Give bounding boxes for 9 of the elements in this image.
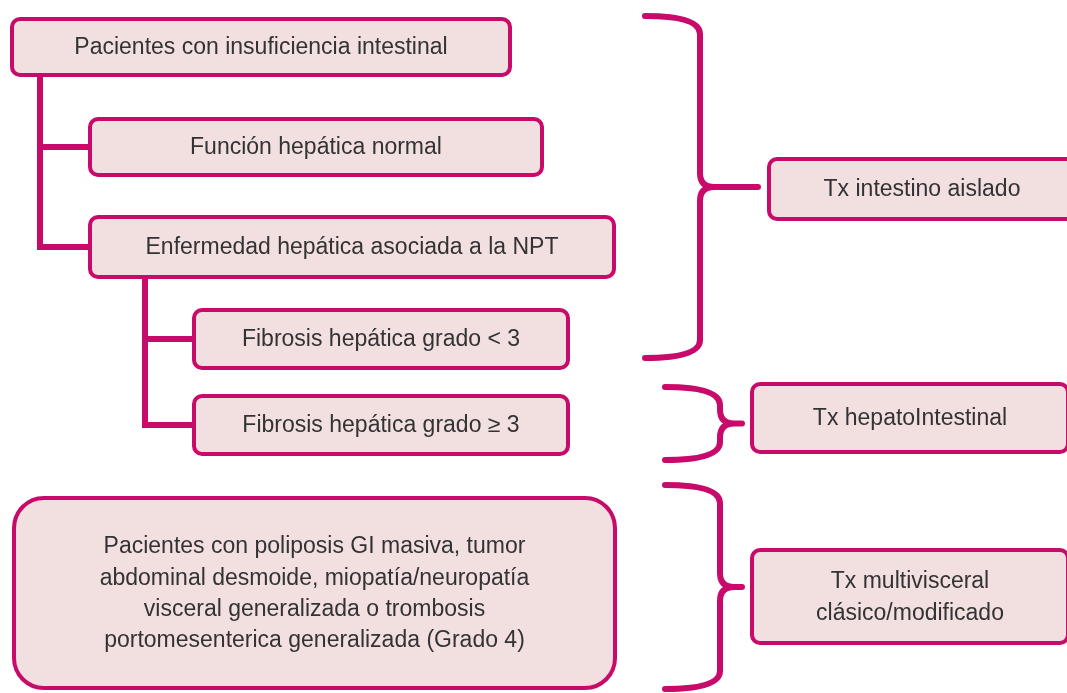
text-box: Enfermedad hepática asociada a la NPT xyxy=(88,215,616,279)
text-box: Tx hepatoIntestinal xyxy=(750,382,1067,454)
text-box: Tx multivisceral clásico/modificado xyxy=(750,548,1067,645)
text-box: Pacientes con insuficiencia intestinal xyxy=(10,17,512,77)
text-box: Función hepática normal xyxy=(88,117,544,177)
text-box: Fibrosis hepática grado ≥ 3 xyxy=(192,394,570,456)
text-box: Pacientes con poliposis GI masiva, tumor abdominal desmoide, miopatía/neuropatía visceral generalizada o trombosis portomesenterica generalizada (Grado 4) xyxy=(12,496,617,690)
text-box: Fibrosis hepática grado < 3 xyxy=(192,308,570,370)
text-box: Tx intestino aislado xyxy=(767,157,1067,221)
